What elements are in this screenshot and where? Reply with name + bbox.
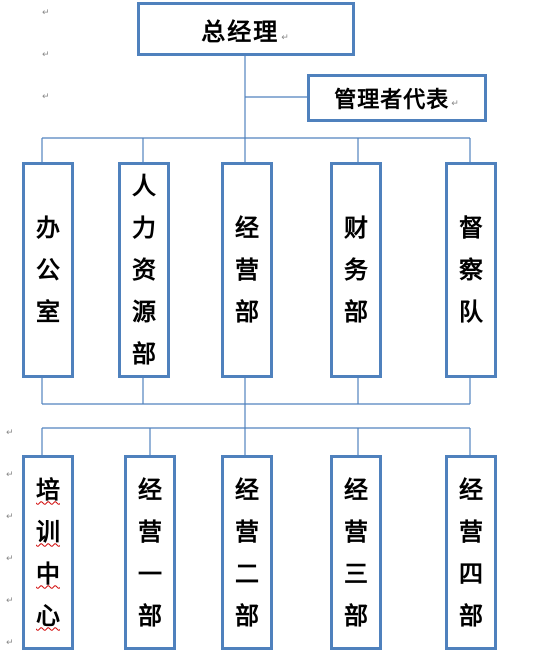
node-label: 经营一部 xyxy=(138,474,162,630)
paragraph-mark: ↵ xyxy=(6,428,14,438)
paragraph-mark: ↵ xyxy=(42,92,50,102)
node-label: 人力资源部 xyxy=(132,171,156,368)
node-label: 督察队 xyxy=(459,213,483,326)
node-department-operations: 经营部 xyxy=(221,162,273,378)
paragraph-mark: ↵ xyxy=(42,8,50,18)
node-operations-3: 经营三部 xyxy=(330,455,382,650)
paragraph-mark: ↵ xyxy=(6,512,14,522)
paragraph-mark: ↵ xyxy=(451,99,460,109)
node-operations-1: 经营一部 xyxy=(124,455,176,650)
node-training-center: 培训中心 xyxy=(22,455,74,650)
node-label: 经营二部 xyxy=(235,474,259,630)
node-department-office: 办公室 xyxy=(22,162,74,378)
node-label: 财务部 xyxy=(344,213,368,326)
node-label: 总经理 xyxy=(201,16,280,46)
node-department-inspection: 督察队 xyxy=(445,162,497,378)
node-department-hr: 人力资源部 xyxy=(118,162,170,378)
paragraph-mark: ↵ xyxy=(6,638,14,648)
node-label: 经营部 xyxy=(235,213,259,326)
node-department-finance: 财务部 xyxy=(330,162,382,378)
node-label: 管理者代表 xyxy=(334,87,450,113)
node-operations-4: 经营四部 xyxy=(445,455,497,650)
node-label: 经营三部 xyxy=(344,474,368,630)
paragraph-mark: ↵ xyxy=(6,470,14,480)
node-operations-2: 经营二部 xyxy=(221,455,273,650)
paragraph-mark: ↵ xyxy=(6,596,14,606)
node-label: 培训中心 xyxy=(36,474,60,630)
node-label: 经营四部 xyxy=(459,474,483,630)
node-management-representative: 管理者代表 ↵ xyxy=(307,74,487,122)
node-general-manager: 总经理 ↵ xyxy=(137,2,355,56)
paragraph-mark: ↵ xyxy=(281,33,291,43)
paragraph-mark: ↵ xyxy=(6,554,14,564)
paragraph-mark: ↵ xyxy=(42,50,50,60)
node-label: 办公室 xyxy=(36,213,60,326)
